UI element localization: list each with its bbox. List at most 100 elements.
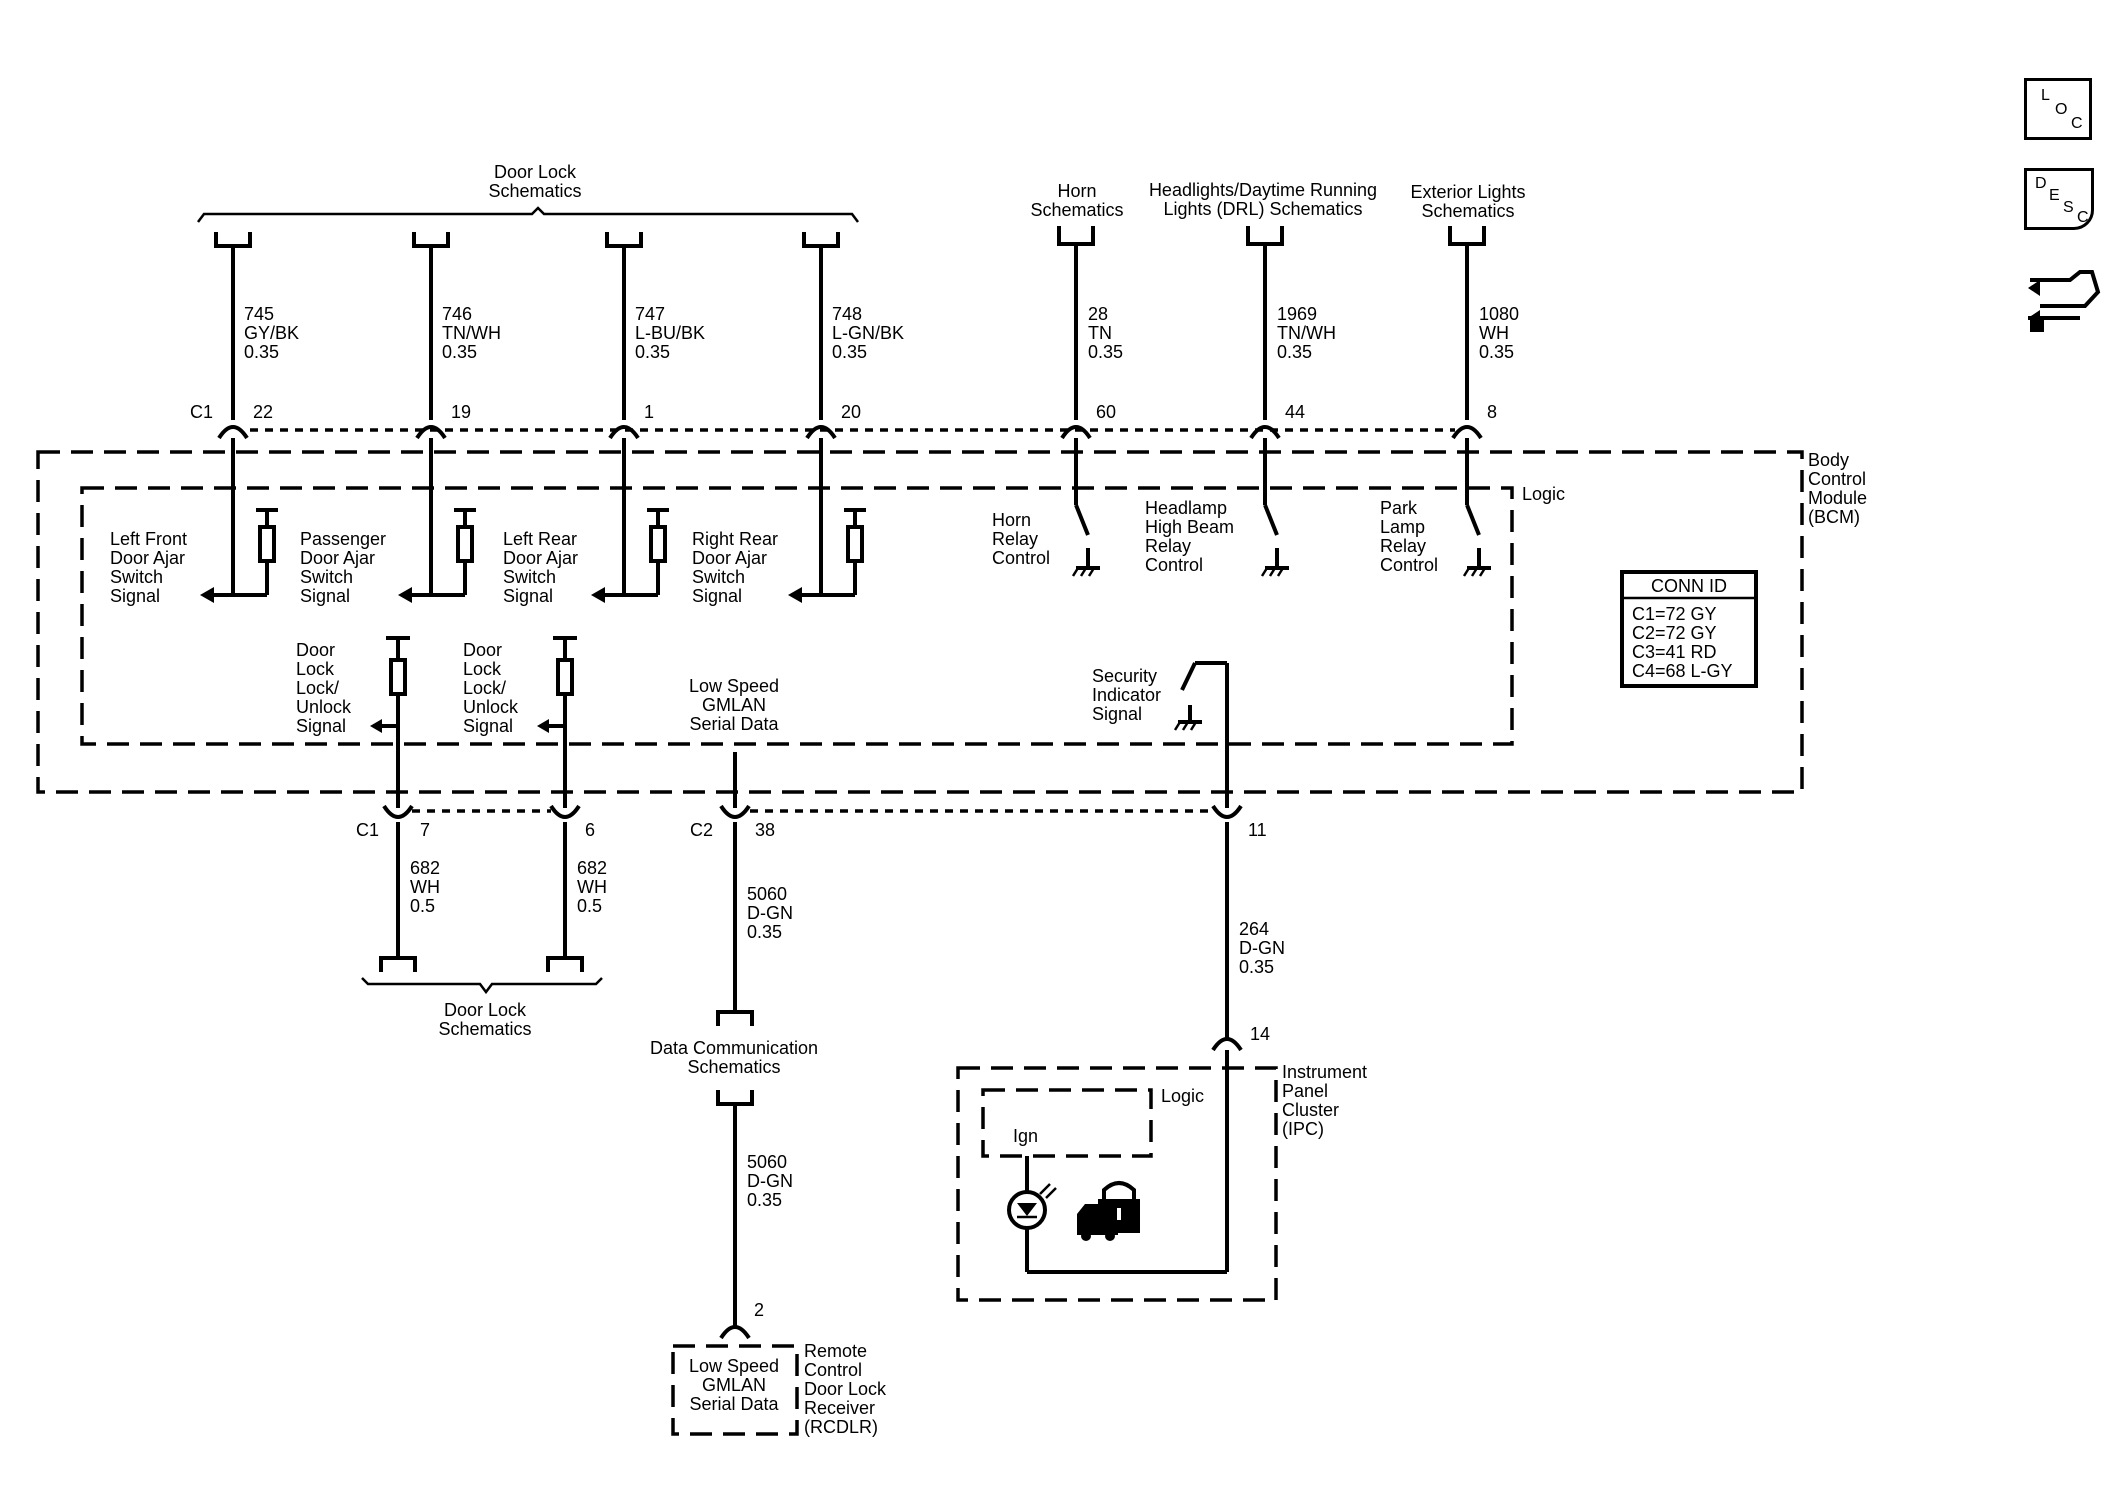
wire-5060-circuit: 5060 (747, 884, 787, 904)
park-relay-2: Lamp (1380, 517, 1425, 537)
wire-682b-circuit: 682 (577, 858, 607, 878)
lr-ajar-3: Switch (503, 567, 556, 587)
bottom-pin-38: 38 (755, 820, 775, 840)
wire-5060-lower-circuit: 5060 (747, 1152, 787, 1172)
lock1-1: Door (296, 640, 335, 660)
wire-28-circuit: 28 (1088, 304, 1108, 324)
headlights-schematics-label-2: Lights (DRL) Schematics (1163, 199, 1362, 219)
park-relay-4: Control (1380, 555, 1438, 575)
park-relay-3: Relay (1380, 536, 1426, 556)
wire-682b-color: WH (577, 877, 607, 897)
wire-1969-circuit: 1969 (1277, 304, 1317, 324)
loc-icon[interactable]: L O C (2024, 78, 2092, 140)
security-led-icon (1007, 1183, 1057, 1230)
wire-745-circuit: 745 (244, 304, 274, 324)
wire-28-color: TN (1088, 323, 1112, 343)
wire-682a-color: WH (410, 877, 440, 897)
bcm-logic-label: Logic (1522, 484, 1565, 504)
wire-264-circuit: 264 (1239, 919, 1269, 939)
wire-747-color: L-BU/BK (635, 323, 705, 343)
top-wire-labels: 745 GY/BK 0.35 746 TN/WH 0.35 747 L-BU/B… (244, 304, 1519, 362)
wire-747-circuit: 747 (635, 304, 665, 324)
conn-id-row-2: C2=72 GY (1632, 623, 1717, 643)
lock2-2: Lock (463, 659, 502, 679)
bottom-pin-11: 11 (1248, 820, 1267, 840)
rcdlr-pin-2: 2 (754, 1300, 764, 1320)
loc-letter-o: O (2055, 101, 2068, 118)
lock2-1: Door (463, 640, 502, 660)
ipc-box (956, 1066, 1278, 1302)
rr-ajar-4: Signal (692, 586, 742, 606)
rcdlr-inner-3: Serial Data (689, 1394, 779, 1414)
wire-264-size: 0.35 (1239, 957, 1274, 977)
pin-20: 20 (841, 402, 861, 422)
ajar-circuits (200, 438, 866, 603)
security-indicator-switch (1173, 661, 1229, 808)
ipc-name-3: Cluster (1282, 1100, 1339, 1120)
gmlan-label-3: Serial Data (689, 714, 779, 734)
lr-ajar-1: Left Rear (503, 529, 577, 549)
wire-1080-circuit: 1080 (1479, 304, 1519, 324)
rr-ajar-1: Right Rear (692, 529, 778, 549)
data-comm-label-2: Schematics (687, 1057, 780, 1077)
door-lock-bottom-wires (361, 822, 603, 995)
lock-signal-labels: Door Lock Lock/ Unlock Signal Door Lock … (296, 640, 519, 736)
headlamp-relay-1: Headlamp (1145, 498, 1227, 518)
wire-682a-circuit: 682 (410, 858, 440, 878)
lr-ajar-4: Signal (503, 586, 553, 606)
gmlan-label-2: GMLAN (702, 695, 766, 715)
exterior-schematics-label-1: Exterior Lights (1410, 182, 1525, 202)
wire-748-color: L-GN/BK (832, 323, 904, 343)
pin-44: 44 (1285, 402, 1305, 422)
pass-ajar-2: Door Ajar (300, 548, 375, 568)
car-lock-icon (1077, 1181, 1140, 1241)
top-connector-caps (214, 226, 1486, 248)
rcdlr-name-4: Receiver (804, 1398, 875, 1418)
wire-682b-size: 0.5 (577, 896, 602, 916)
exterior-schematics-label-2: Schematics (1421, 201, 1514, 221)
security-label-3: Signal (1092, 704, 1142, 724)
relay-labels: Horn Relay Control Headlamp High Beam Re… (992, 498, 1438, 575)
ipc-name-2: Panel (1282, 1081, 1328, 1101)
lf-ajar-3: Switch (110, 567, 163, 587)
relay-switches (1071, 438, 1491, 577)
bottom-connector-row (382, 804, 1243, 819)
pass-ajar-1: Passenger (300, 529, 386, 549)
rcdlr-inner-2: GMLAN (702, 1375, 766, 1395)
bcm-name-3: Module (1808, 488, 1867, 508)
ajar-signal-labels: Left Front Door Ajar Switch Signal Passe… (110, 529, 778, 606)
ipc-logic-label: Logic (1161, 1086, 1204, 1106)
ipc-name-1: Instrument (1282, 1062, 1367, 1082)
wire-1080-size: 0.35 (1479, 342, 1514, 362)
pin-8: 8 (1487, 402, 1497, 422)
wire-1969-size: 0.35 (1277, 342, 1312, 362)
wire-748-size: 0.35 (832, 342, 867, 362)
wire-748-circuit: 748 (832, 304, 862, 324)
pin-60: 60 (1096, 402, 1116, 422)
horn-relay-3: Control (992, 548, 1050, 568)
door-lock-output-circuits (370, 636, 577, 808)
bottom-connector-c1: C1 (356, 820, 379, 840)
conn-id-row-3: C3=41 RD (1632, 642, 1717, 662)
top-connector-c1: C1 (190, 402, 213, 422)
gmlan-bottom-wire (716, 822, 754, 1340)
lock1-4: Unlock (296, 697, 352, 717)
wire-745-size: 0.35 (244, 342, 279, 362)
headlamp-relay-4: Control (1145, 555, 1203, 575)
lf-ajar-1: Left Front (110, 529, 187, 549)
pass-ajar-3: Switch (300, 567, 353, 587)
headlamp-relay-3: Relay (1145, 536, 1191, 556)
rcdlr-name-5: (RCDLR) (804, 1417, 878, 1437)
data-comm-label-1: Data Communication (650, 1038, 818, 1058)
rcdlr-box (671, 1344, 799, 1436)
desc-letter-s: S (2063, 199, 2074, 216)
desc-icon[interactable]: D E S C (2024, 168, 2094, 230)
top-connector-row (217, 425, 1483, 440)
bcm-logic-box (80, 486, 1514, 746)
pin-19: 19 (451, 402, 471, 422)
wire-1969-color: TN/WH (1277, 323, 1336, 343)
connector-arrows-icon[interactable] (2028, 270, 2101, 332)
bcm-name-1: Body (1808, 450, 1849, 470)
lf-ajar-4: Signal (110, 586, 160, 606)
